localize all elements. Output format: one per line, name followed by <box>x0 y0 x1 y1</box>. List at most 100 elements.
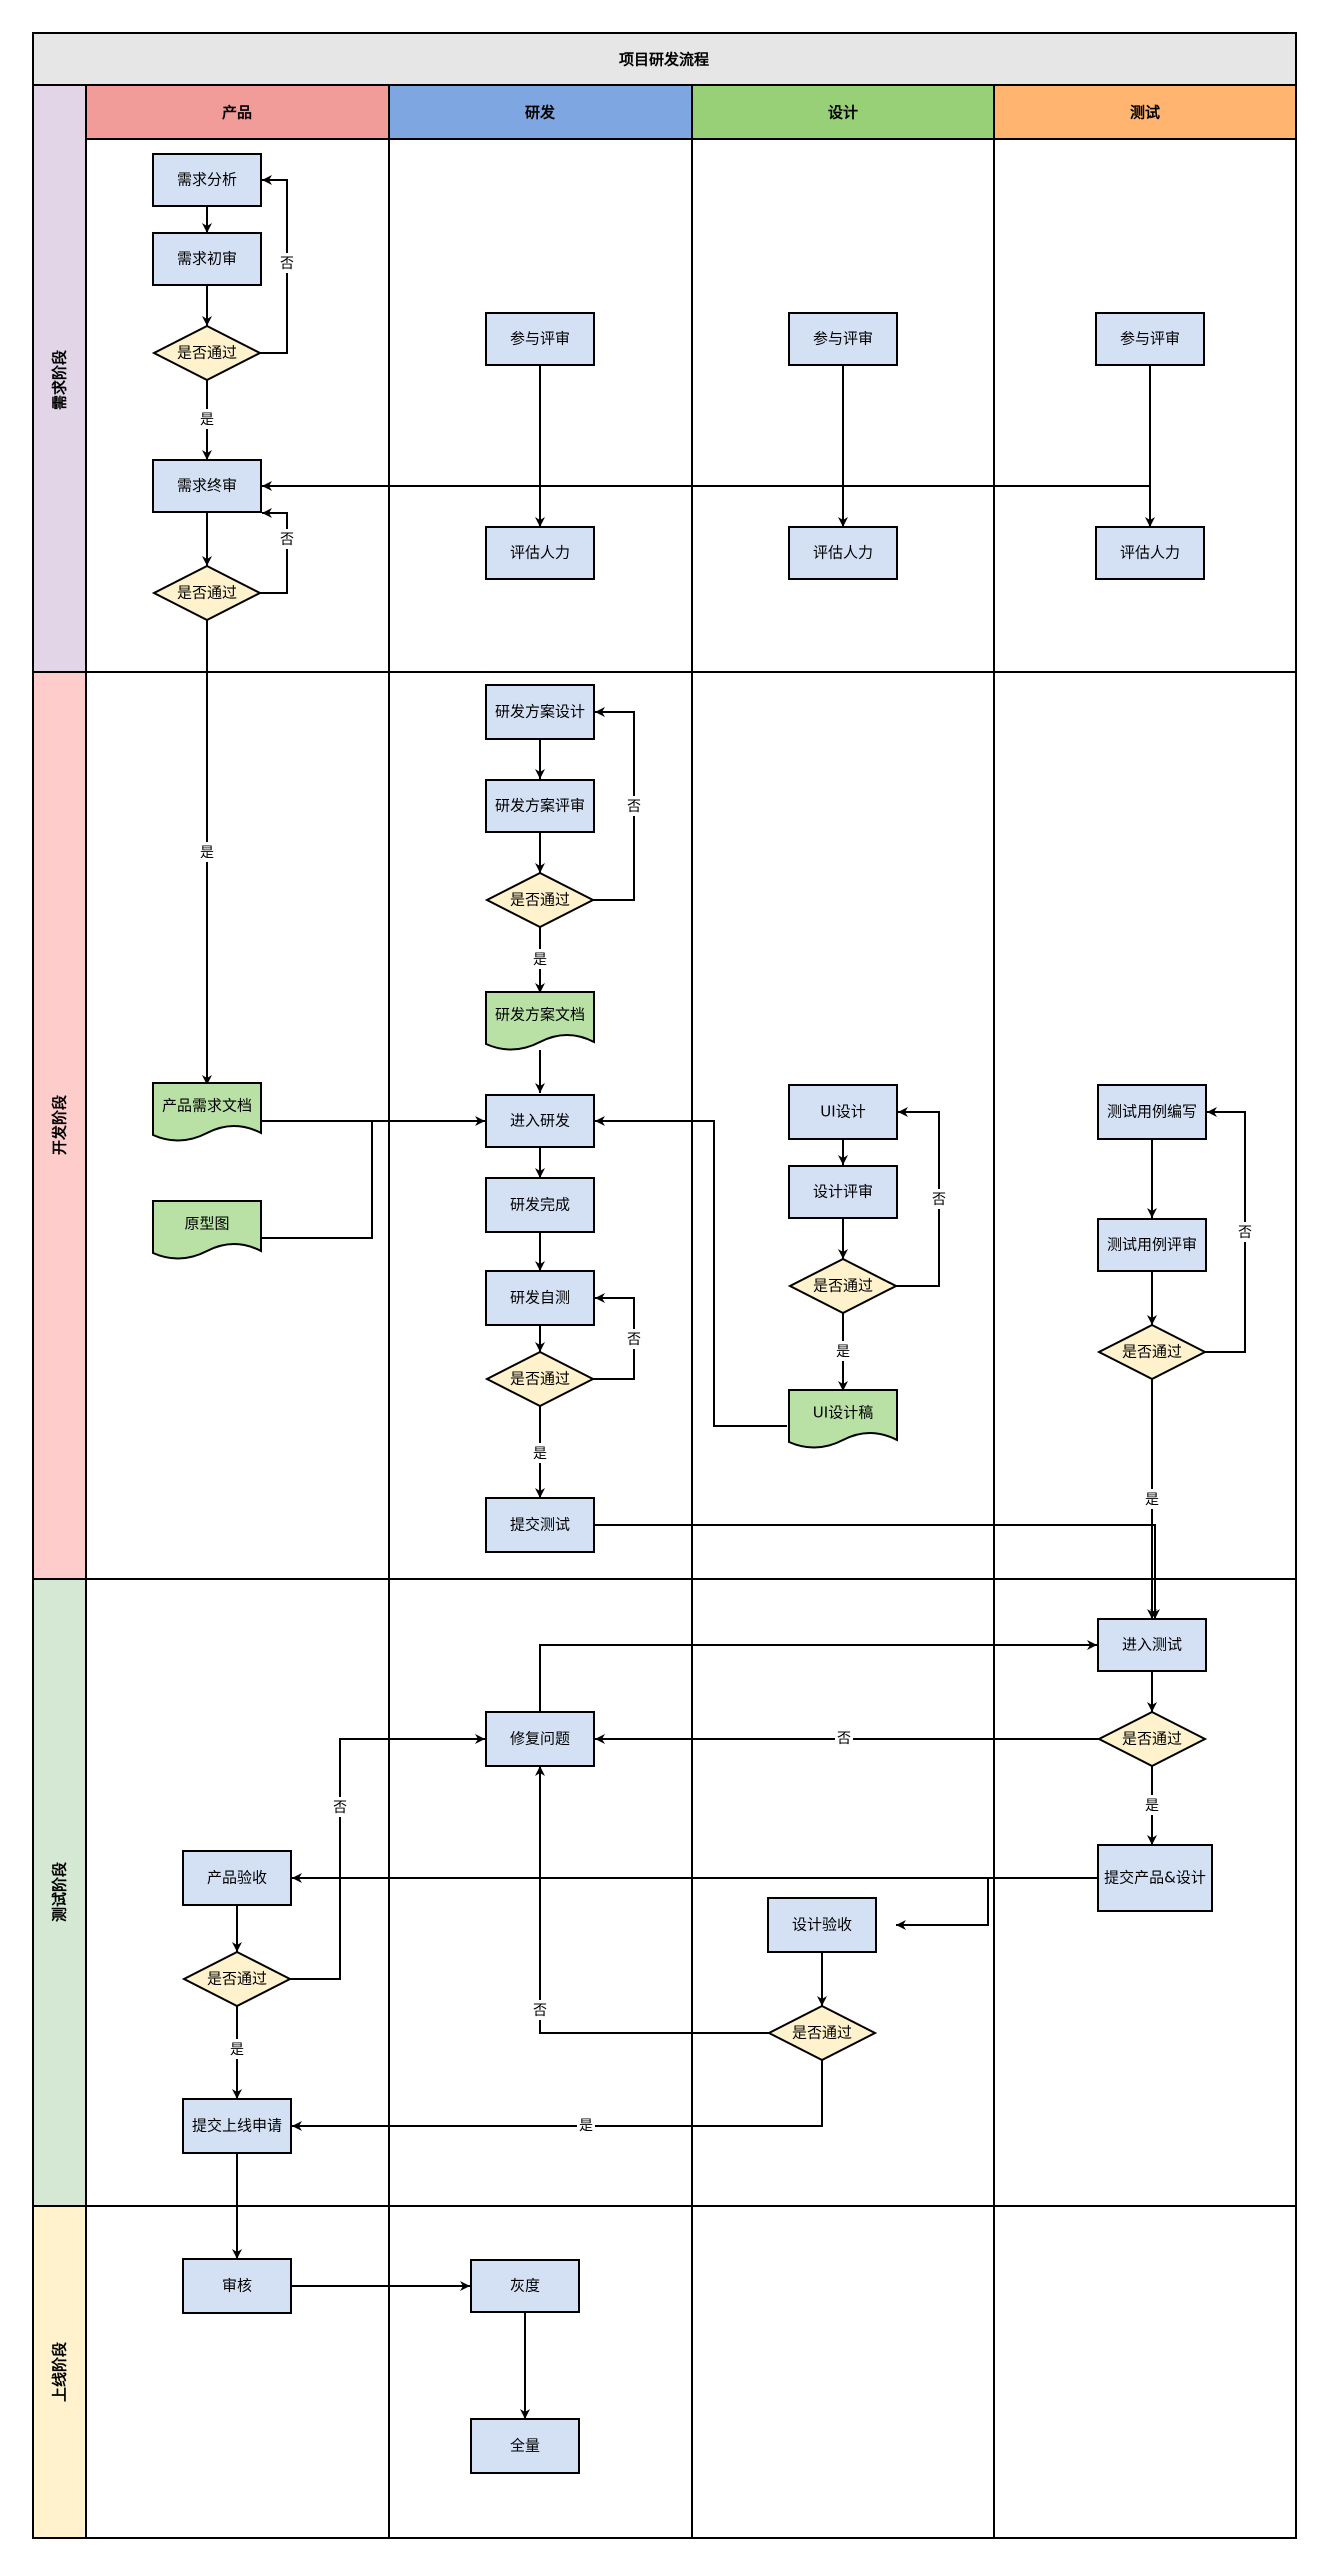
process-box <box>485 1270 595 1326</box>
edge-label-yes: 是 <box>230 2042 244 2058</box>
row-header-release <box>32 2205 87 2539</box>
decision-diamond <box>181 1950 293 2008</box>
node-yffawd: 研发方案文档 <box>485 991 595 1051</box>
node-label: 需求初审 <box>177 250 237 268</box>
node-yxt: 原型图 <box>152 1200 262 1260</box>
edge-d8-xfwt-no <box>290 1734 485 1980</box>
node-yf_pgrl: 评估人力 <box>485 526 595 580</box>
decision-diamond <box>484 871 596 929</box>
node-label: 研发方案文档 <box>495 1006 585 1024</box>
swimlane-frame: 项目研发流程 产品 研发 设计 测试 需求阶段 开发阶段 测试阶段 上线阶段 <box>32 32 1297 2539</box>
column-label-test: 测试 <box>1130 104 1160 122</box>
edge-label-yes: 是 <box>579 2118 593 2134</box>
edge-label-no: 否 <box>533 2003 547 2019</box>
node-xqcs: 需求初审 <box>152 232 262 286</box>
node-label: 是否通过 <box>510 891 570 909</box>
process-box <box>788 312 898 366</box>
node-label: 是否通过 <box>207 1970 267 1988</box>
node-label: 参与评审 <box>510 330 570 348</box>
process-box <box>788 1084 898 1140</box>
process-box <box>485 684 595 740</box>
edges <box>202 175 1246 2419</box>
document-shape <box>788 1389 898 1449</box>
node-label: 是否通过 <box>177 344 237 362</box>
node-xqfx: 需求分析 <box>152 153 262 207</box>
edge-tjcs-jrcs <box>595 1524 1160 1619</box>
process-box <box>1097 1844 1213 1912</box>
diagram-title: 项目研发流程 <box>619 51 709 69</box>
node-label: 提交测试 <box>510 1516 570 1534</box>
node-d3: 是否通过 <box>484 871 596 929</box>
row-label-requirements: 需求阶段 <box>51 350 69 410</box>
node-d7: 是否通过 <box>1096 1710 1208 1768</box>
node-label: 需求终审 <box>177 477 237 495</box>
edge-label-no: 否 <box>627 799 641 815</box>
node-label: 设计验收 <box>792 1916 852 1934</box>
process-box <box>152 459 262 513</box>
node-label: 进入研发 <box>510 1112 570 1130</box>
edge-label-yes: 是 <box>200 845 214 861</box>
node-label: 测试用例评审 <box>1107 1236 1197 1254</box>
edge-label-yes: 是 <box>533 1446 547 1462</box>
process-box <box>767 1897 877 1953</box>
edge-label-yes: 是 <box>1145 1798 1159 1814</box>
node-d4: 是否通过 <box>484 1350 596 1408</box>
node-sjps: 设计评审 <box>788 1165 898 1219</box>
node-ql: 全量 <box>470 2418 580 2474</box>
node-sh: 审核 <box>182 2258 292 2314</box>
edge-label-yes: 是 <box>200 412 214 428</box>
process-box <box>470 2259 580 2313</box>
row-label-development: 开发阶段 <box>51 1095 69 1155</box>
node-yfzc: 研发自测 <box>485 1270 595 1326</box>
node-d9: 是否通过 <box>766 2004 878 2062</box>
node-xfwt: 修复问题 <box>485 1711 595 1767</box>
process-box <box>152 153 262 207</box>
column-label-product: 产品 <box>222 104 252 122</box>
process-box <box>1097 1618 1207 1672</box>
row-label-testing: 测试阶段 <box>51 1862 69 1922</box>
edge-label-no: 否 <box>280 256 294 272</box>
edge-label-no: 否 <box>932 1192 946 1208</box>
process-box <box>1097 1084 1207 1140</box>
node-label: 是否通过 <box>1122 1730 1182 1748</box>
edge-labels: 否 是 否 是 否 是 否 是 否 是 否 是 否 是 否 是 否 是 <box>198 253 1254 2135</box>
row-label-release: 上线阶段 <box>51 2342 69 2402</box>
node-label: 评估人力 <box>510 544 570 562</box>
node-d5: 是否通过 <box>787 1257 899 1315</box>
node-label: 评估人力 <box>1120 544 1180 562</box>
process-box <box>182 1850 292 1906</box>
node-sj_cyps: 参与评审 <box>788 312 898 366</box>
decision-diamond <box>787 1257 899 1315</box>
node-d1: 是否通过 <box>151 324 263 382</box>
node-label: UI设计稿 <box>813 1404 873 1422</box>
edge-label-yes: 是 <box>1145 1492 1159 1508</box>
node-label: 设计评审 <box>813 1183 873 1201</box>
process-box <box>485 1711 595 1767</box>
node-yffaps: 研发方案评审 <box>485 779 595 833</box>
node-d6: 是否通过 <box>1096 1323 1208 1381</box>
edge-label-no: 否 <box>1238 1225 1252 1241</box>
node-hd: 灰度 <box>470 2259 580 2313</box>
node-label: 审核 <box>222 2277 252 2295</box>
node-cs_pgrl: 评估人力 <box>1095 526 1205 580</box>
node-cs_cyps: 参与评审 <box>1095 312 1205 366</box>
decision-diamond <box>151 324 263 382</box>
edge-label-no: 否 <box>837 1731 851 1747</box>
process-box <box>182 2258 292 2314</box>
node-label: 进入测试 <box>1122 1636 1182 1654</box>
process-box <box>485 1177 595 1233</box>
decision-diamond <box>1096 1323 1208 1381</box>
edge-label-no: 否 <box>627 1332 641 1348</box>
process-box <box>788 1165 898 1219</box>
process-box <box>485 1497 595 1553</box>
node-d8: 是否通过 <box>181 1950 293 2008</box>
process-box <box>485 1094 595 1148</box>
node-label: 提交上线申请 <box>192 2117 282 2135</box>
node-label: 研发方案设计 <box>495 703 585 721</box>
column-header-product <box>85 84 390 140</box>
node-label: 是否通过 <box>510 1370 570 1388</box>
column-header-dev <box>388 84 693 140</box>
node-tjsxsq: 提交上线申请 <box>182 2098 292 2154</box>
edge-d2-xqzs-no <box>260 508 288 594</box>
node-label: 评估人力 <box>813 544 873 562</box>
